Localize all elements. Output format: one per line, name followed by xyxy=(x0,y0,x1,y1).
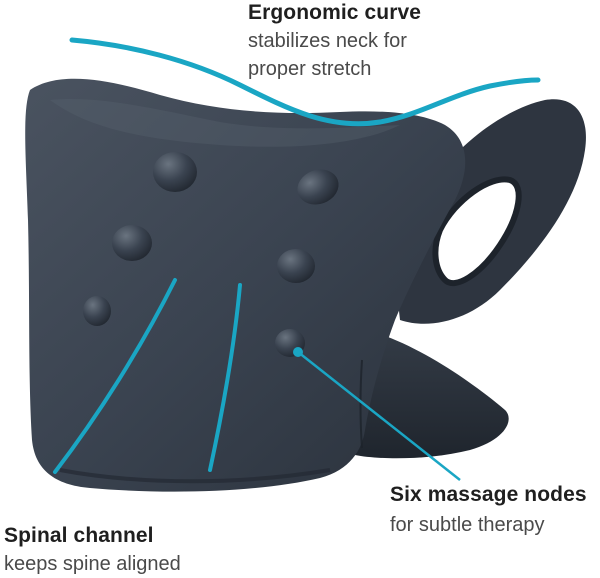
callout-ergonomic-curve: Ergonomic curve stabilizes neck for prop… xyxy=(248,0,421,82)
callout-title: Six massage nodes xyxy=(390,483,587,506)
massage-node xyxy=(112,225,152,261)
ergonomic-curve-line xyxy=(69,37,541,127)
callout-subtitle: proper stretch xyxy=(248,58,372,80)
massage-node xyxy=(277,249,315,283)
stretcher-wing-hole xyxy=(435,179,519,284)
massage-node xyxy=(153,152,197,192)
stretcher-highlight xyxy=(50,99,400,147)
stretcher-seam xyxy=(359,359,363,449)
spinal-channel-line-left xyxy=(53,278,177,474)
massage-node xyxy=(297,169,339,205)
callout-spinal-channel: Spinal channel keeps spine aligned xyxy=(4,523,181,577)
stretcher-bottom-edge xyxy=(59,468,331,484)
callout-subtitle: for subtle therapy xyxy=(390,514,545,536)
callout-subtitle: keeps spine aligned xyxy=(4,553,181,575)
stretcher-main-body xyxy=(25,78,466,492)
massage-node xyxy=(83,296,111,326)
callout-subtitle: stabilizes neck for xyxy=(248,30,407,52)
massage-node-pointer-line xyxy=(297,351,461,481)
spinal-channel-line-right xyxy=(208,283,242,472)
callout-title: Spinal channel xyxy=(4,524,154,547)
callout-title: Ergonomic curve xyxy=(248,1,422,24)
stretcher-wing-hole-rim xyxy=(432,176,522,287)
callout-massage-nodes: Six massage nodes for subtle therapy xyxy=(390,482,587,538)
